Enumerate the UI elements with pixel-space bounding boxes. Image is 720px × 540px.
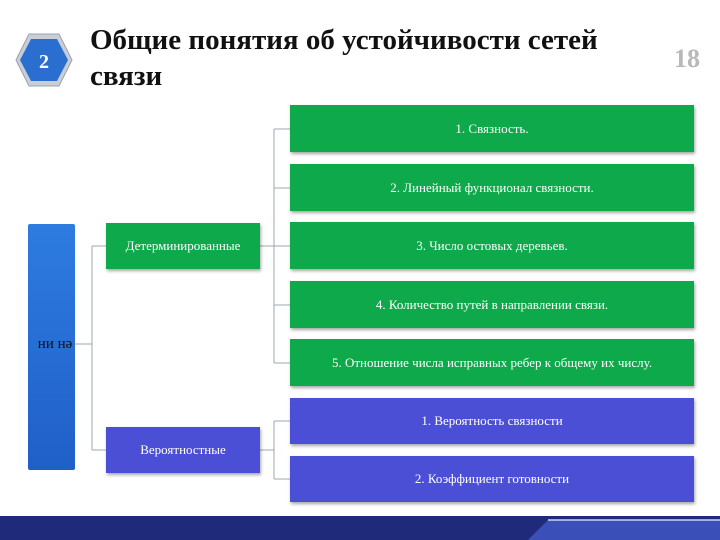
deterministic-item-2: 2. Линейный функционал связности. <box>290 164 694 211</box>
branch-deterministic: Детерминированные <box>106 223 260 269</box>
root-node <box>28 224 75 470</box>
footer-band <box>0 516 720 540</box>
page-title: Общие понятия об устойчивости сетей связ… <box>90 24 598 92</box>
badge-number: 2 <box>39 51 49 73</box>
probabilistic-item-1: 1. Вероятность связности <box>290 398 694 444</box>
deterministic-item-4: 4. Количество путей в направлении связи. <box>290 281 694 328</box>
deterministic-item-3: 3. Число остовых деревьев. <box>290 222 694 269</box>
probabilistic-item-2: 2. Коэффициент готовности <box>290 456 694 502</box>
deterministic-item-5: 5. Отношение числа исправных ребер к общ… <box>290 339 694 386</box>
section-number-badge: 2 <box>15 33 73 87</box>
page-number: 18 <box>674 44 700 73</box>
deterministic-item-1: 1. Связность. <box>290 105 694 152</box>
root-node-label: ен ин <box>37 337 73 353</box>
branch-probabilistic: Вероятностные <box>106 427 260 473</box>
